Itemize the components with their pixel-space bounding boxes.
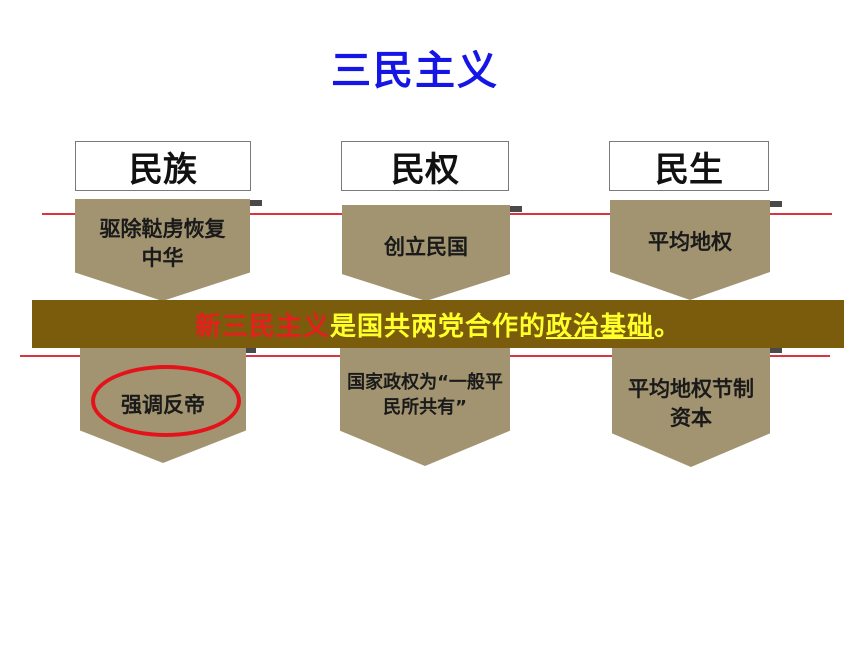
chevron-shadow — [508, 206, 522, 212]
banner-text-middle: 是国共两党合作的 — [329, 311, 546, 342]
header-minquan: 民权 — [341, 141, 509, 191]
banner-text-period: 。 — [654, 311, 682, 342]
emphasis-oval — [91, 365, 241, 437]
chevron-minquan-upper: 创立民国 — [342, 205, 510, 301]
header-minzu: 民族 — [75, 141, 251, 191]
chevron-minsheng-lower-text: 平均地权节制资本 — [628, 377, 754, 431]
chevron-minsheng-lower: 平均地权节制资本 — [612, 347, 770, 467]
chevron-minsheng-upper-text: 平均地权 — [648, 230, 732, 254]
banner-text-new-three-principles: 新三民主义 — [194, 311, 330, 342]
chevron-shadow — [242, 347, 256, 353]
chevron-shadow — [248, 200, 262, 206]
chevron-shadow — [768, 347, 782, 353]
chevron-minquan-upper-text: 创立民国 — [384, 235, 468, 259]
chevron-minzu-upper: 驱除鞑虏恢复中华 — [75, 199, 250, 301]
cooperation-banner: 新三民主义是国共两党合作的政治基础。 — [32, 300, 844, 348]
page-title: 三民主义 — [331, 48, 499, 94]
header-minsheng: 民生 — [609, 141, 769, 191]
chevron-shadow — [768, 201, 782, 207]
chevron-minquan-lower: 国家政权为“一般平民所共有” — [340, 340, 510, 466]
chevron-minsheng-upper: 平均地权 — [610, 200, 770, 300]
chevron-minquan-lower-text: 国家政权为“一般平民所共有” — [347, 372, 503, 419]
banner-text-political-basis: 政治基础 — [546, 311, 655, 342]
chevron-minzu-upper-text: 驱除鞑虏恢复中华 — [99, 217, 226, 271]
